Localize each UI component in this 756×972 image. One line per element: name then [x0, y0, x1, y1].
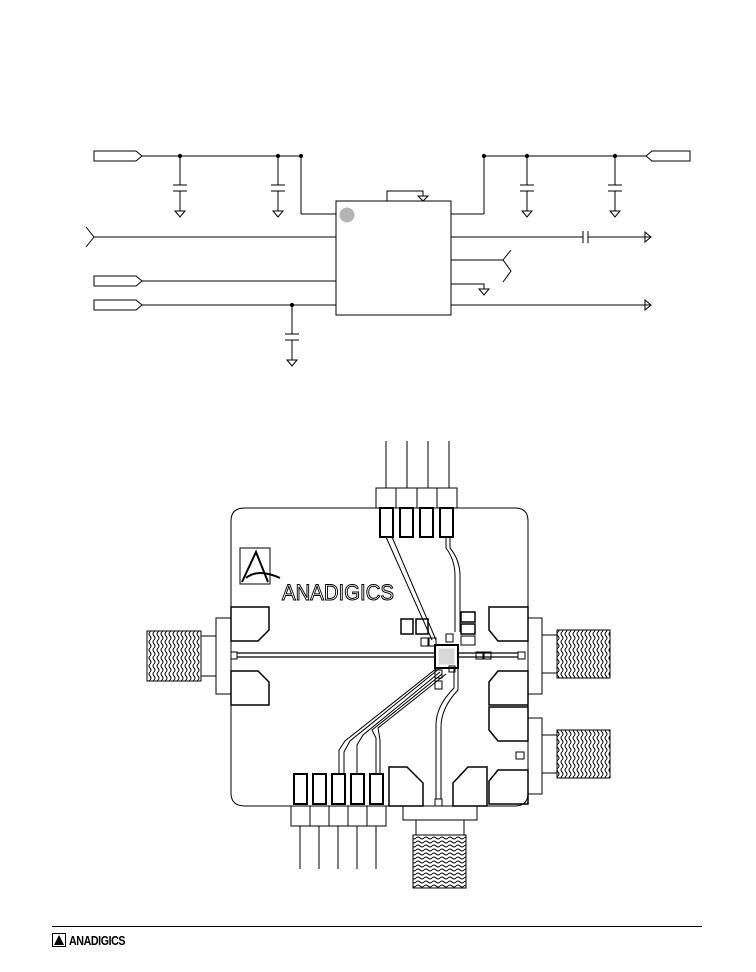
footer-logo-text: ANADIGICS: [69, 932, 126, 948]
supply-port-left: [93, 150, 336, 215]
pin-header-bottom: [290, 773, 387, 869]
supply-port-right: [451, 150, 691, 215]
anadigics-logo-icon: [52, 933, 66, 947]
sma-connector-left: [146, 606, 270, 706]
ground-symbol: [386, 190, 430, 202]
sma-connector-bottom: [388, 766, 488, 889]
control-port-1: [93, 275, 336, 287]
pcb-outline: [230, 507, 529, 807]
board-logo-text: ANADIGICS: [282, 580, 394, 605]
ic-package: [335, 200, 452, 316]
pcb-traces: [237, 536, 518, 799]
application-schematic: [85, 150, 691, 367]
sma-connector-right-lower: [488, 706, 611, 805]
rf-output-line: [451, 230, 652, 244]
board-logo: ANADIGICS: [239, 547, 395, 606]
footer-rule: [52, 926, 702, 927]
bypass-capacitor: [173, 156, 187, 218]
bypass-capacitor: [520, 156, 534, 218]
aux-output-line: [451, 249, 512, 283]
detector-output-line: [451, 298, 652, 312]
rf-input-line: [85, 226, 336, 248]
pin1-dot: [339, 207, 355, 223]
ground-symbol: [451, 283, 491, 296]
bypass-capacitor: [285, 305, 299, 367]
ic-footprint: [434, 644, 459, 669]
pin-header-top: [375, 441, 458, 538]
bypass-capacitor: [271, 156, 285, 218]
footer-logo: ANADIGICS: [52, 932, 137, 948]
bypass-capacitor: [608, 156, 622, 218]
smd-components: [400, 611, 492, 690]
sma-connector-right: [488, 606, 611, 706]
